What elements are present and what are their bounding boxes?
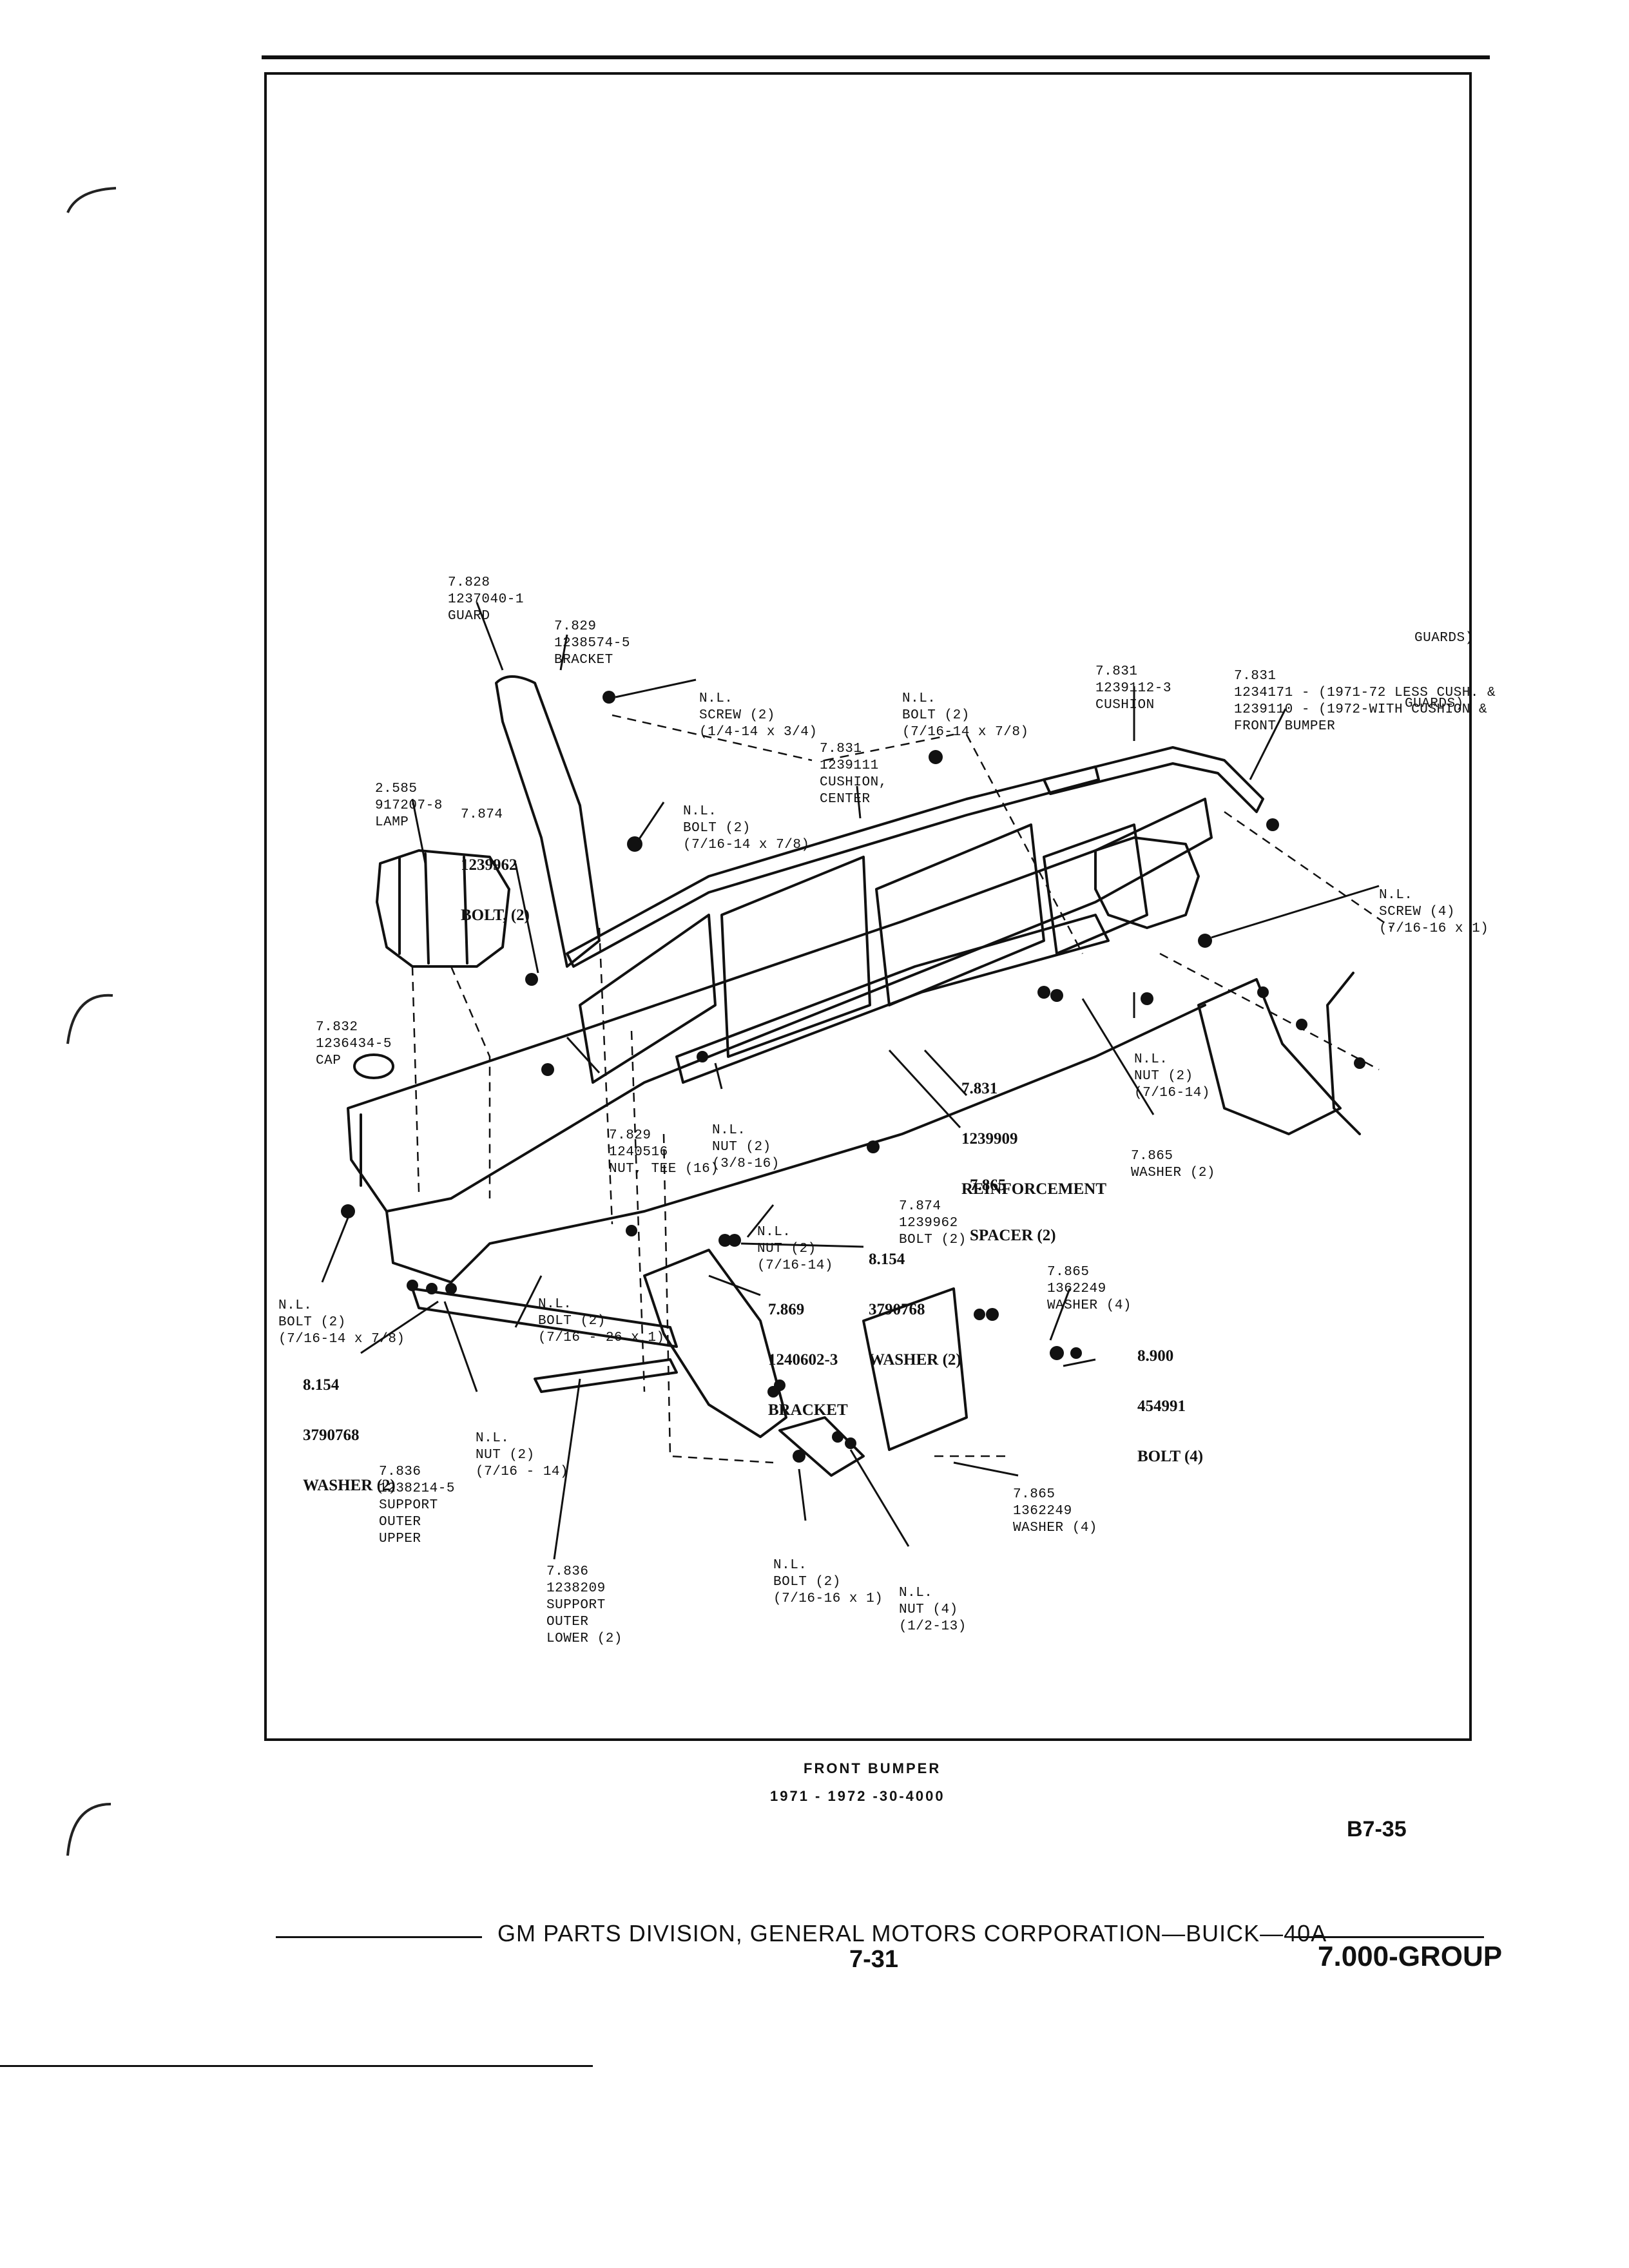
footer-page-number: 7-31 bbox=[849, 1946, 899, 1973]
label-washer-8154-center: 8.154 3790768 WASHER (2) bbox=[869, 1251, 961, 1369]
label-screw-nl-right: N.L.SCREW (4)(7/16-16 x 1) bbox=[1379, 888, 1489, 936]
label-screw-nl: N.L.SCREW (2)(1/4-14 x 3/4) bbox=[699, 691, 818, 740]
fastener-bolt-top bbox=[929, 750, 943, 764]
label-nut-nl-left: N.L.NUT (2)(7/16 - 14) bbox=[476, 1431, 569, 1479]
label-washer-8154-left: 8.154 3790768 WASHER (2) bbox=[303, 1376, 396, 1494]
footer-group: 7.000-GROUP bbox=[1318, 1941, 1503, 1972]
label-nut-nl-center: N.L.NUT (2)(7/16-14) bbox=[757, 1225, 833, 1273]
label-reinforcement: 7.831 1239909 REINFORCEMENT bbox=[961, 1080, 1107, 1198]
cushion-strip-center bbox=[566, 765, 1100, 968]
support-outer-lower bbox=[534, 1358, 678, 1393]
label-bolt-7874: 7.874 1239962 BOLT, (2) bbox=[461, 807, 530, 924]
footer-rule-left bbox=[276, 1936, 482, 1938]
label-spacer: 7.865 SPACER (2) bbox=[970, 1177, 1056, 1244]
label-nut-nl-right: N.L.NUT (2)(7/16-14) bbox=[1134, 1052, 1210, 1100]
footer-division: GM PARTS DIVISION, GENERAL MOTORS CORPOR… bbox=[497, 1920, 1327, 1946]
mounting-plate bbox=[862, 1287, 968, 1451]
label-bolt-8900: 8.900 454991 BOLT (4) bbox=[1137, 1347, 1204, 1465]
diagram-caption-sub: 1971 - 1972 -30-4000 bbox=[770, 1788, 945, 1804]
center-bracket bbox=[643, 1249, 787, 1438]
grille-opening-center bbox=[720, 856, 871, 1058]
support-outer-upper bbox=[411, 1287, 678, 1348]
label-nut-nl-low: N.L.NUT (4)(1/2-13) bbox=[899, 1586, 967, 1634]
label-bolt-nl-top: N.L.BOLT (2)(7/16-14 x 7/8) bbox=[902, 691, 1029, 740]
cap-part bbox=[353, 1053, 394, 1079]
bumper-guard bbox=[495, 675, 601, 968]
label-bolt-nl-left: N.L.BOLT (2)(7/16-14 x 7/8) bbox=[278, 1298, 405, 1347]
label-bracket-7869: 7.869 1240602-3 BRACKET bbox=[768, 1301, 848, 1419]
diagram-frame bbox=[264, 72, 1472, 1741]
scan-marks bbox=[66, 187, 117, 1856]
parking-lamp-left bbox=[376, 849, 510, 968]
label-guards-word-2: GUARDS) bbox=[1405, 697, 1464, 711]
label-bolt-nl-mid: N.L.BOLT (2)(7/16-14 x 7/8) bbox=[683, 804, 810, 852]
diagram-caption-title: FRONT BUMPER bbox=[804, 1760, 941, 1776]
footer-rule-right bbox=[1292, 1936, 1484, 1938]
right-support bbox=[1197, 978, 1342, 1135]
cushion-strip-right bbox=[1043, 746, 1264, 813]
reinforcement-bar bbox=[675, 914, 1110, 1084]
label-nut-nl-mid: N.L.NUT (2)(3/8-16) bbox=[712, 1123, 780, 1171]
page-code: B7-35 bbox=[1347, 1817, 1407, 1841]
grille-opening-left bbox=[579, 914, 717, 1084]
bottom-rule bbox=[0, 2065, 593, 2067]
label-guards-word-1: GUARDS) bbox=[1414, 631, 1474, 646]
fastener-screw-top bbox=[602, 691, 615, 704]
label-bolt-nl-left2: N.L.BOLT (2)(7/16 - 26 x 1) bbox=[538, 1297, 665, 1345]
top-rule bbox=[262, 55, 1490, 59]
parking-lamp-right bbox=[1094, 836, 1200, 929]
grille-opening-right bbox=[875, 823, 1045, 1006]
label-bolt-nl-low: N.L.BOLT (2)(7/16-16 x 1) bbox=[773, 1558, 883, 1606]
